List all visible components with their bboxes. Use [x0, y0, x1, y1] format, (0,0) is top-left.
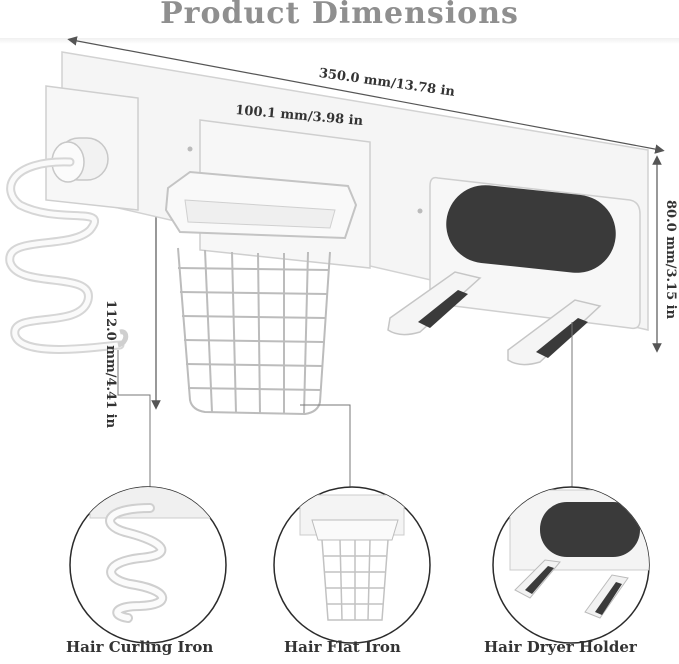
detail-flat-iron	[273, 486, 431, 644]
caption-flat-iron: Hair Flat Iron	[284, 638, 401, 656]
detail-curling-iron	[69, 486, 227, 644]
curling-iron-holder	[5, 85, 139, 354]
flat-iron-basket	[164, 119, 371, 416]
basket-height-label: 112.0 mm/4.41 in	[103, 300, 118, 429]
detail-dryer-holder	[492, 486, 650, 644]
dryer-holder	[387, 176, 641, 366]
caption-dryer-holder: Hair Dryer Holder	[484, 638, 637, 656]
caption-curling-iron: Hair Curling Iron	[66, 638, 214, 656]
length-dimension-line	[67, 36, 665, 154]
callout-lines	[117, 322, 573, 488]
depth-label: 80.0 mm/3.15 in	[663, 200, 678, 320]
page-title: Product Dimensions	[160, 0, 519, 31]
